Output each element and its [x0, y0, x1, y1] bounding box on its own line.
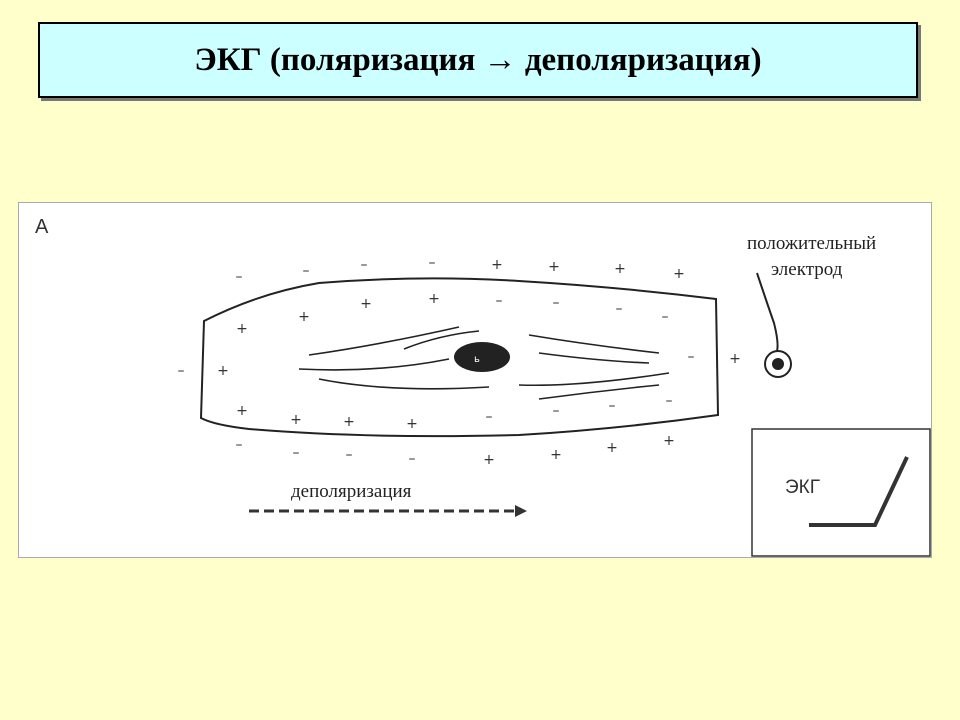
cell-fibers	[298, 326, 670, 400]
electrode-icon	[772, 358, 784, 370]
bottom-outer-sign: –	[293, 445, 300, 461]
electrode-label-line1: положительный	[747, 233, 876, 254]
top-outer-sign: +	[614, 261, 626, 277]
right-inner-sign: –	[688, 349, 695, 365]
figure-panel: A ь – – – – + + + + + + + + – – – – + + + + – – – – – – – – + + + + – + – +…	[18, 202, 932, 558]
outside-right-sign: +	[729, 351, 741, 367]
bottom-inner-sign: +	[236, 403, 248, 419]
ecg-label: ЭКГ	[785, 477, 820, 498]
depolarization-label: деполяризация	[291, 481, 412, 502]
charge-signs: – – – – + + + + + + + + – – – – + + + + – – – – – – – – + + + + – + – +	[178, 255, 741, 468]
bottom-outer-sign: +	[663, 433, 675, 449]
bottom-inner-sign: –	[553, 403, 560, 419]
top-outer-sign: –	[361, 257, 368, 273]
bottom-outer-sign: +	[550, 447, 562, 463]
top-inner-sign: –	[496, 293, 503, 309]
bottom-outer-sign: +	[483, 452, 495, 468]
top-outer-sign: –	[429, 255, 436, 271]
panel-label: A	[35, 216, 49, 238]
top-outer-sign: –	[236, 269, 243, 285]
top-inner-sign: +	[298, 309, 310, 325]
slide-title: ЭКГ (поляризация → деполяризация)	[194, 41, 762, 78]
ecg-inset-box	[751, 428, 931, 557]
top-outer-sign: +	[548, 259, 560, 275]
top-inner-sign: –	[553, 295, 560, 311]
cell-nucleus	[454, 342, 510, 372]
slide-title-box: ЭКГ (поляризация → деполяризация)	[38, 22, 918, 98]
top-outer-sign: +	[673, 266, 685, 282]
nucleus-mark: ь	[474, 354, 480, 365]
cell-diagram: A ь – – – – + + + + + + + + – – – – + + + + – – – – – – – – + + + + – + – +…	[35, 216, 931, 557]
bottom-inner-sign: +	[290, 412, 302, 428]
bottom-inner-sign: –	[666, 393, 673, 409]
left-inner-sign: +	[217, 363, 229, 379]
electrode-label-line2: электрод	[771, 259, 843, 280]
top-inner-sign: +	[236, 321, 248, 337]
top-inner-sign: –	[616, 301, 623, 317]
electrode-wire	[756, 272, 779, 352]
bottom-outer-sign: +	[606, 440, 618, 456]
bottom-outer-sign: –	[409, 451, 416, 467]
outside-left-sign: –	[178, 363, 185, 379]
bottom-inner-sign: –	[486, 409, 493, 425]
top-inner-sign: +	[428, 291, 440, 307]
bottom-outer-sign: –	[236, 437, 243, 453]
bottom-outer-sign: –	[346, 447, 353, 463]
top-outer-sign: –	[303, 263, 310, 279]
depolarization-arrowhead-icon	[515, 505, 527, 517]
bottom-inner-sign: +	[343, 414, 355, 430]
muscle-cell-outline	[199, 277, 720, 438]
top-inner-sign: –	[662, 309, 669, 325]
bottom-inner-sign: +	[406, 416, 418, 432]
top-outer-sign: +	[491, 257, 503, 273]
ecg-trace	[809, 456, 909, 527]
bottom-inner-sign: –	[609, 398, 616, 414]
top-inner-sign: +	[360, 296, 372, 312]
